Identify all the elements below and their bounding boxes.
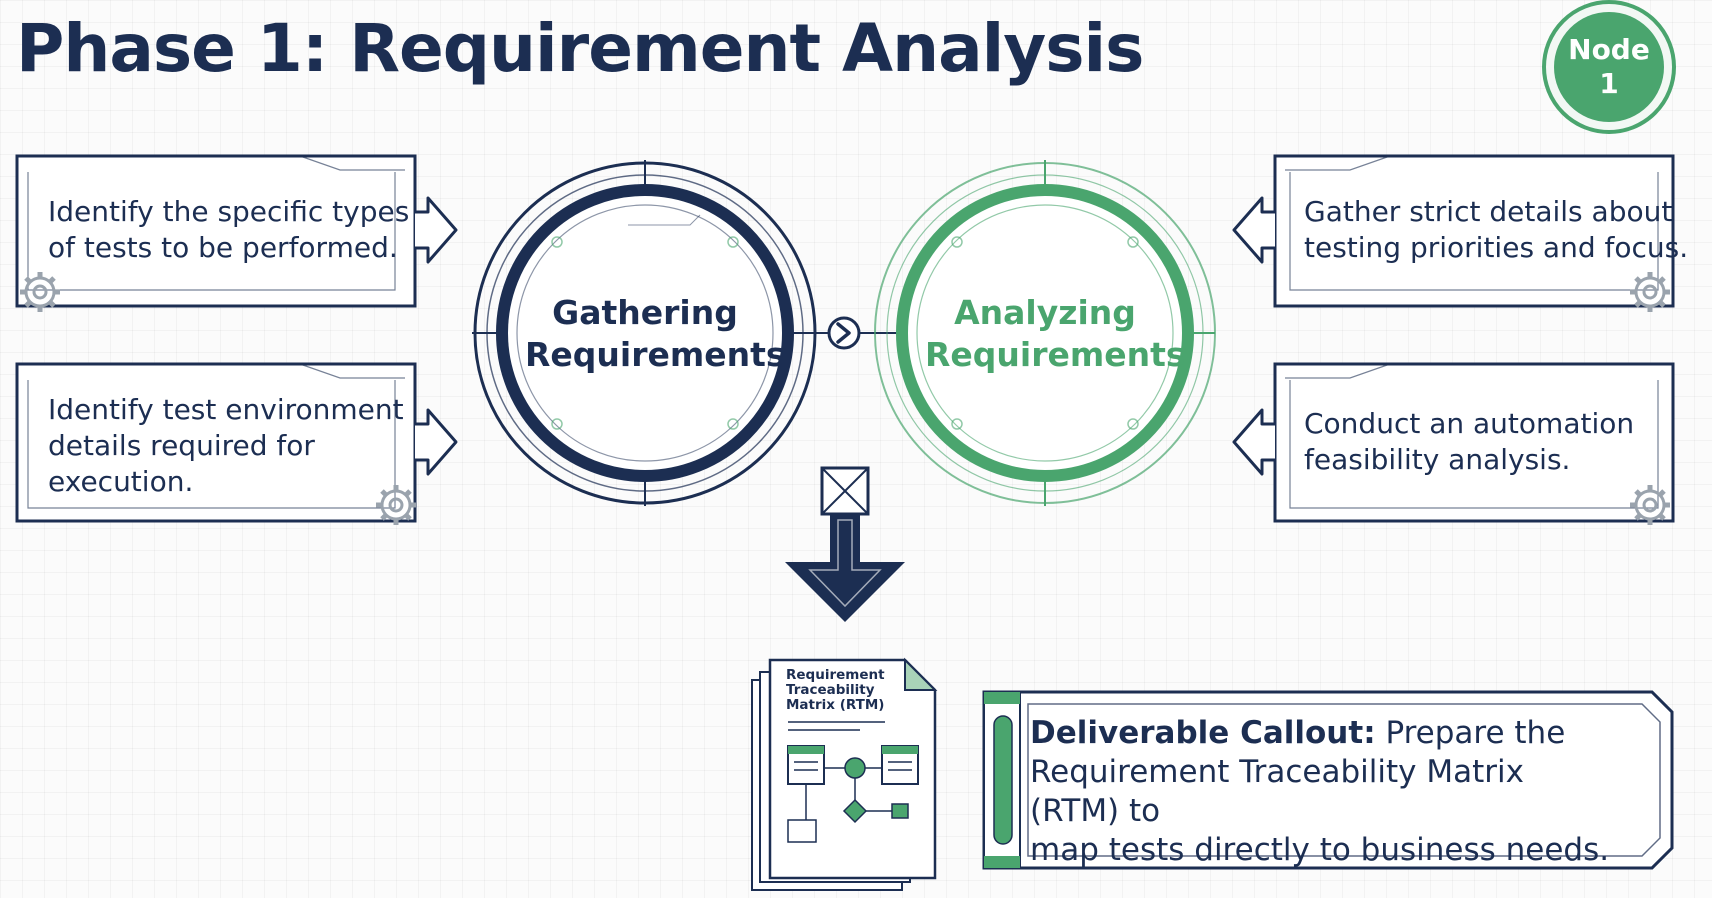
label-line: Analyzing <box>954 293 1136 332</box>
right-box-2-text: Conduct an automation feasibility analys… <box>1304 406 1634 478</box>
label-line: Gathering <box>552 293 738 332</box>
gathering-label: Gathering Requirements <box>525 292 786 376</box>
left-box-2 <box>15 362 458 525</box>
right-box-1 <box>1232 154 1675 312</box>
deliverable-line: Deliverable Callout: Prepare the <box>1030 714 1620 753</box>
text-line: of tests to be performed. <box>48 231 398 264</box>
node-badge-label: Node <box>1568 33 1650 66</box>
label-line: Requirements <box>925 335 1186 374</box>
right-box-2 <box>1232 362 1675 525</box>
flowchart-icon <box>787 745 919 843</box>
left-box-1 <box>15 154 458 312</box>
doc-title-line: Traceability <box>786 682 875 698</box>
deliverable-line-2: Requirement Traceability Matrix (RTM) to <box>1030 754 1524 829</box>
node-badge: Node 1 <box>1542 0 1676 134</box>
right-box-1-text: Gather strict details about testing prio… <box>1304 194 1688 266</box>
node-badge-inner: Node 1 <box>1554 12 1664 122</box>
circle-connector <box>790 316 898 350</box>
deliverable-callout <box>982 690 1674 870</box>
gathering-circle <box>472 160 817 506</box>
down-arrow-icon <box>785 466 905 622</box>
text-line: testing priorities and focus. <box>1304 231 1689 264</box>
text-line: Conduct an automation <box>1304 407 1635 440</box>
analyzing-circle <box>874 160 1216 506</box>
document-icon <box>751 657 938 891</box>
deliverable-line-3: map tests directly to business needs. <box>1030 832 1610 868</box>
rtm-document-title: Requirement Traceability Matrix (RTM) <box>786 668 896 713</box>
arrow-icon <box>415 196 458 264</box>
left-box-2-text: Identify test environment details requir… <box>48 392 404 500</box>
text-line: Gather strict details about <box>1304 195 1673 228</box>
arrow-icon <box>1232 408 1275 476</box>
doc-title-line: Requirement <box>786 667 885 683</box>
page-title: Phase 1: Requirement Analysis <box>16 10 1144 87</box>
text-line: Identify test environment <box>48 393 404 426</box>
arrow-icon <box>1232 196 1275 264</box>
text-line: execution. <box>48 465 194 498</box>
doc-title-line: Matrix (RTM) <box>786 697 885 713</box>
deliverable-label: Deliverable Callout: <box>1030 715 1376 751</box>
text-line: details required for <box>48 429 315 462</box>
node-badge-number: 1 <box>1599 67 1619 100</box>
chevron-right-icon <box>827 316 861 350</box>
text-line: Identify the specific types <box>48 195 410 228</box>
left-box-1-text: Identify the specific types of tests to … <box>48 194 409 266</box>
deliverable-text: Deliverable Callout: Prepare the Require… <box>1030 714 1620 870</box>
analyzing-label: Analyzing Requirements <box>925 292 1186 376</box>
label-line: Requirements <box>525 335 786 374</box>
text-line: feasibility analysis. <box>1304 443 1571 476</box>
arrow-icon <box>415 408 458 476</box>
deliverable-line-1: Prepare the <box>1385 715 1566 751</box>
